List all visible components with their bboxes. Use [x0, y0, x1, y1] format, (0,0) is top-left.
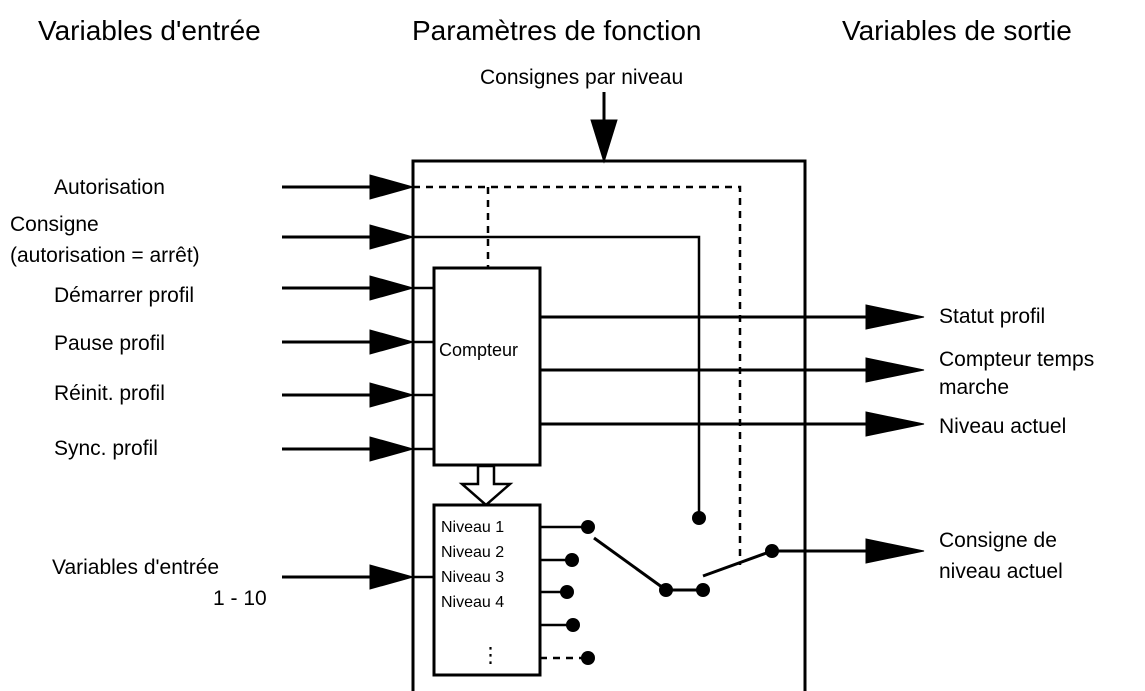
input-arrow-setpoint: [369, 224, 415, 250]
input-label-sync: Sync. profil: [54, 437, 158, 460]
level-3-label: Niveau 3: [441, 569, 504, 586]
input-arrow-reset: [369, 382, 415, 408]
levels-block: [432, 503, 542, 677]
level-n-contact: [581, 651, 595, 665]
output-arrow-status: [865, 304, 925, 330]
switch-blade-right: [702, 549, 773, 578]
params-label: Consignes par niveau: [480, 66, 683, 89]
input-label-pause: Pause profil: [54, 332, 165, 355]
input-label-enable: Autorisation: [54, 176, 165, 199]
counter-block: [432, 266, 542, 467]
switch-pivot-right: [696, 583, 710, 597]
setpoint-contact: [692, 511, 706, 525]
output-label-setpoint-2: niveau actuel: [939, 560, 1063, 583]
counter-to-levels-arrow: [458, 464, 514, 507]
input-arrow-enable: [369, 174, 415, 200]
header-input-variables: Variables d'entrée: [38, 15, 261, 46]
input-arrow-start: [369, 275, 415, 301]
function-block: [411, 159, 807, 691]
input-label-start: Démarrer profil: [54, 284, 194, 307]
input-label-setpoint-note: (autorisation = arrêt): [10, 244, 200, 267]
level-1-contact: [581, 520, 595, 534]
input-label-variables-range: 1 - 10: [213, 587, 267, 610]
output-arrow-runtime: [865, 357, 925, 383]
output-label-setpoint: Consigne de: [939, 529, 1057, 552]
level-2-contact: [565, 553, 579, 567]
input-arrow-sync: [369, 436, 415, 462]
level-2-label: Niveau 2: [441, 544, 504, 561]
level-4-label: Niveau 4: [441, 594, 504, 611]
header-function-parameters: Paramètres de fonction: [412, 15, 702, 46]
level-4-contact: [566, 618, 580, 632]
counter-label: Compteur: [439, 340, 518, 360]
switch-blade-left: [593, 536, 667, 592]
input-label-setpoint: Consigne: [10, 213, 99, 236]
output-arrow-setpoint: [865, 538, 925, 564]
output-label-runtime-2: marche: [939, 376, 1009, 399]
input-arrow-variables: [369, 564, 415, 590]
levels-ellipsis: ⋮: [480, 644, 501, 667]
input-arrow-pause: [369, 329, 415, 355]
output-label-current-level: Niveau actuel: [939, 415, 1066, 438]
input-label-reset: Réinit. profil: [54, 382, 165, 405]
output-label-runtime: Compteur temps: [939, 348, 1094, 371]
input-label-variables: Variables d'entrée: [52, 556, 219, 579]
level-3-contact: [560, 585, 574, 599]
enable-dashed-wire: [413, 185, 742, 565]
params-arrow: [590, 119, 618, 164]
header-output-variables: Variables de sortie: [842, 15, 1072, 46]
output-label-status: Statut profil: [939, 305, 1045, 328]
output-arrow-current-level: [865, 411, 925, 437]
level-1-label: Niveau 1: [441, 519, 504, 536]
